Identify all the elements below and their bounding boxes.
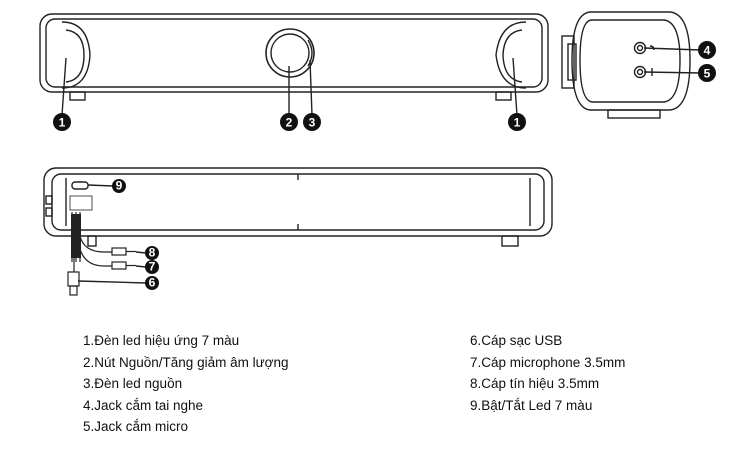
callout-number: 7 bbox=[149, 260, 156, 274]
callout-5: 5 bbox=[698, 64, 716, 82]
legend-item: 7.Cáp microphone 3.5mm bbox=[470, 354, 626, 370]
callout-6: 6 bbox=[145, 276, 159, 290]
legend-left: 1.Đèn led hiệu ứng 7 màu 2.Nút Nguồn/Tăn… bbox=[83, 330, 289, 438]
legend-item: 5.Jack cắm micro bbox=[83, 419, 189, 434]
callout-3: 3 bbox=[303, 113, 321, 131]
side-view-speaker bbox=[561, 11, 691, 119]
legend-item: 6.Cáp sạc USB bbox=[470, 333, 563, 348]
callout-number: 8 bbox=[149, 246, 156, 260]
callout-1: 1 bbox=[508, 113, 526, 131]
legend-item: 3.Đèn led nguồn bbox=[83, 376, 183, 391]
callout-8: 8 bbox=[145, 246, 159, 260]
callout-1: 1 bbox=[53, 113, 71, 131]
callout-number: 5 bbox=[704, 66, 711, 80]
callout-number: 4 bbox=[704, 43, 711, 57]
callout-number: 6 bbox=[149, 276, 156, 290]
callout-number: 9 bbox=[116, 179, 123, 193]
speaker-diagram: 1 2 3 1 4 5 9 87 6 bbox=[39, 11, 716, 296]
legend-right: 6.Cáp sạc USB 7.Cáp microphone 3.5mm 8.C… bbox=[470, 330, 625, 416]
cable-bundle bbox=[67, 212, 136, 296]
legend-item: 9.Bật/Tắt Led 7 màu bbox=[470, 397, 593, 413]
callout-9: 9 bbox=[112, 179, 126, 193]
legend-item: 8.Cáp tín hiệu 3.5mm bbox=[470, 376, 600, 391]
callout-7: 7 bbox=[145, 260, 159, 274]
legend-item: 1.Đèn led hiệu ứng 7 màu bbox=[83, 333, 240, 348]
callout-number: 1 bbox=[59, 115, 66, 129]
callout-4: 4 bbox=[698, 41, 716, 59]
front-view-speaker bbox=[39, 13, 549, 101]
callout-number: 1 bbox=[514, 115, 521, 129]
callout-2: 2 bbox=[280, 113, 298, 131]
callout-number: 2 bbox=[286, 115, 293, 129]
callout-number: 3 bbox=[309, 115, 316, 129]
legend-item: 2.Nút Nguồn/Tăng giảm âm lượng bbox=[83, 354, 289, 370]
back-view-speaker bbox=[43, 167, 553, 247]
legend-item: 4.Jack cắm tai nghe bbox=[83, 397, 204, 413]
